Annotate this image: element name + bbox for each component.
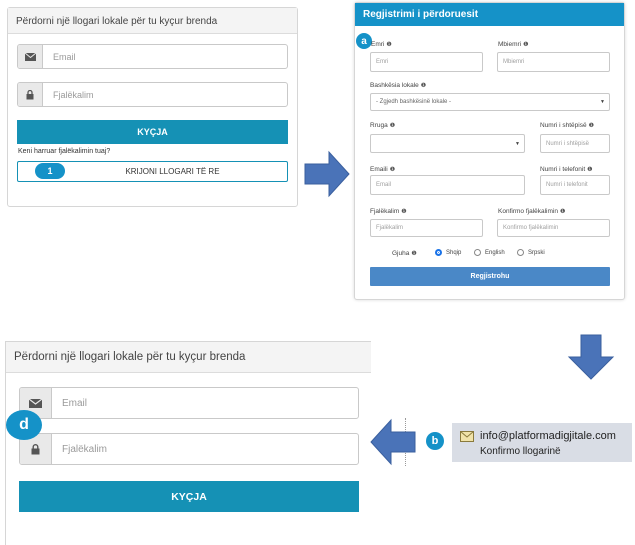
info-circle-icon: ❶ xyxy=(389,167,396,173)
email-input[interactable]: Email xyxy=(370,175,525,195)
chevron-down-icon: ▼ xyxy=(600,99,605,105)
badge-a: a xyxy=(356,33,372,49)
email-placeholder-large: Email xyxy=(62,397,88,409)
password-placeholder: Fjalëkalim xyxy=(53,89,94,100)
right-arrow xyxy=(304,150,350,198)
info-circle-icon: ❶ xyxy=(559,209,566,215)
phone-input[interactable]: Numri i telefonit xyxy=(540,175,610,195)
login-panel-small: Përdorni një llogari lokale për tu kyçur… xyxy=(7,7,298,207)
lock-icon xyxy=(20,434,52,464)
envelope-icon xyxy=(18,45,43,68)
language-option-shqip[interactable]: Shqip xyxy=(435,249,461,256)
info-circle-icon: ❶ xyxy=(389,123,396,129)
login-large-header: Përdorni një llogari lokale për tu kyçur… xyxy=(6,341,371,373)
radio-selected[interactable] xyxy=(435,249,442,256)
password-input[interactable]: Fjalëkalim xyxy=(370,219,483,237)
email-sender: info@platformadigjitale.com xyxy=(480,430,616,442)
forgot-password-link[interactable]: Keni harruar fjalëkalimin tuaj? xyxy=(18,148,111,155)
login-button-large[interactable]: KYÇJA xyxy=(19,481,359,512)
info-circle-icon: ❶ xyxy=(523,42,529,48)
info-circle-icon: ❶ xyxy=(420,83,427,89)
confirm-password-input[interactable]: Konfirmo fjalëkalimin xyxy=(497,219,610,237)
last-name-input[interactable]: Mbiemri xyxy=(497,52,610,72)
badge-d: d xyxy=(6,410,42,440)
password-placeholder-large: Fjalëkalim xyxy=(62,443,108,455)
password-field-large[interactable]: Fjalëkalim xyxy=(19,433,359,465)
municipality-select-value: - Zgjedh bashkësinë lokale - xyxy=(376,99,452,105)
info-circle-icon: ❶ xyxy=(386,42,392,48)
radio-unselected[interactable] xyxy=(474,249,481,256)
login-button[interactable]: KYÇJA xyxy=(17,120,288,144)
house-number-input[interactable]: Numri i shtëpisë xyxy=(540,134,610,153)
create-account-button[interactable]: KRIJONI LLOGARI TË RE xyxy=(17,161,288,182)
step-badge-1: 1 xyxy=(35,163,65,179)
first-name-input[interactable]: Emri xyxy=(370,52,483,72)
create-account-label: KRIJONI LLOGARI TË RE xyxy=(125,167,220,176)
language-option-srpski[interactable]: Srpski xyxy=(517,249,545,256)
street-select[interactable]: ▼ xyxy=(370,134,525,153)
info-circle-icon: ❶ xyxy=(401,209,407,215)
info-circle-icon: ❶ xyxy=(587,167,593,173)
registration-header: Regjistrimi i përdoruesit xyxy=(355,3,624,26)
left-arrow xyxy=(370,418,416,466)
login-panel-large: Përdorni një llogari lokale për tu kyçur… xyxy=(5,341,371,545)
badge-b: b xyxy=(426,432,444,450)
register-submit-button[interactable]: Regjistrohu xyxy=(370,267,610,286)
municipality-select[interactable]: - Zgjedh bashkësinë lokale - ▼ xyxy=(370,93,610,111)
envelope-icon xyxy=(460,429,474,447)
registration-title: Regjistrimi i përdoruesit xyxy=(363,9,479,20)
email-field[interactable]: Email xyxy=(17,44,288,69)
info-circle-icon: ❶ xyxy=(588,123,594,129)
email-placeholder: Email xyxy=(53,51,76,62)
radio-unselected[interactable] xyxy=(517,249,524,256)
down-arrow xyxy=(567,334,615,380)
email-notification[interactable]: info@platformadigjitale.com Konfirmo llo… xyxy=(452,423,632,462)
chevron-down-icon: ▼ xyxy=(515,140,520,147)
lock-icon xyxy=(18,83,43,106)
info-circle-icon: ❶ xyxy=(411,251,417,257)
login-large-title: Përdorni një llogari lokale për tu kyçur… xyxy=(14,351,246,363)
language-option-english[interactable]: English xyxy=(474,249,505,256)
login-panel-title: Përdorni një llogari lokale për tu kyçur… xyxy=(16,16,218,27)
login-panel-header: Përdorni një llogari lokale për tu kyçur… xyxy=(8,8,297,34)
password-field[interactable]: Fjalëkalim xyxy=(17,82,288,107)
email-field-large[interactable]: Email xyxy=(19,387,359,419)
email-subject: Konfirmo llogarinë xyxy=(480,446,561,457)
